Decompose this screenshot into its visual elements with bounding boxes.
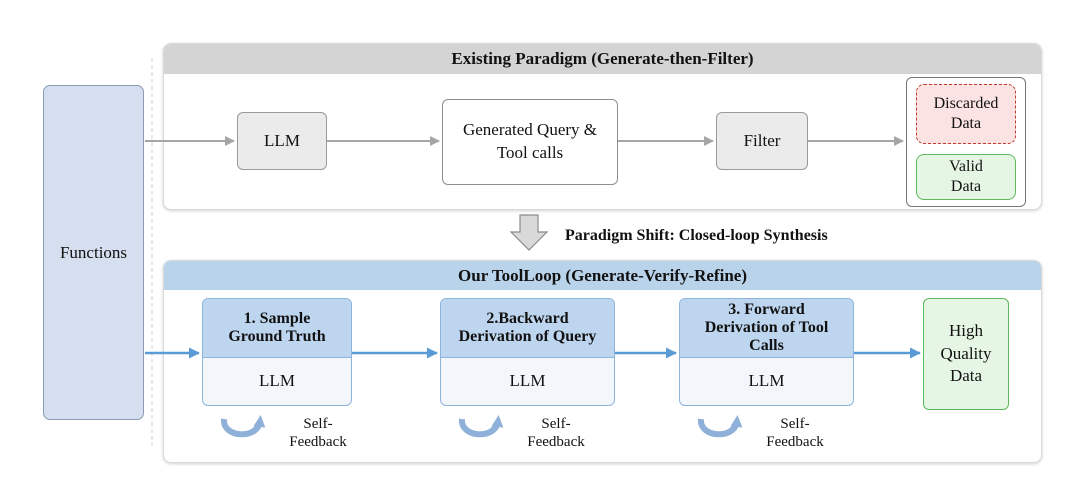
existing-paradigm-title: Existing Paradigm (Generate-then-Filter)	[164, 44, 1041, 74]
generated-query-line2: Tool calls	[496, 143, 564, 162]
step1-header: 1. Sample Ground Truth	[203, 299, 351, 358]
llm-label-existing: LLM	[264, 131, 300, 150]
hq-line3: Data	[949, 366, 983, 386]
step-forward-derivation: 3. Forward Derivation of Tool Calls LLM	[679, 298, 854, 406]
step2-header: 2.Backward Derivation of Query	[441, 299, 614, 358]
self-feedback-label-2: Self- Feedback	[516, 412, 596, 454]
valid-data-box: Valid Data	[916, 154, 1016, 200]
step2-line2: Derivation of Query	[458, 328, 597, 345]
paradigm-shift-label: Paradigm Shift: Closed-loop Synthesis	[565, 227, 828, 244]
step1-llm: LLM	[259, 371, 295, 390]
step3-line3: Calls	[749, 336, 784, 354]
fb2-line2: Feedback	[527, 434, 585, 450]
step3-line1: 3. Forward	[728, 301, 805, 319]
fb2-line1: Self-	[541, 416, 571, 432]
step3-llm: LLM	[748, 371, 785, 390]
step2-line1: 2.Backward	[486, 310, 569, 328]
fb3-line2: Feedback	[766, 434, 824, 450]
discarded-data-box: Discarded Data	[916, 84, 1016, 144]
self-feedback-label-1: Self- Feedback	[278, 412, 358, 454]
fb3-line1: Self-	[780, 416, 810, 432]
valid-line2: Data	[950, 178, 982, 195]
hq-line1: High	[949, 320, 983, 340]
filter-label: Filter	[743, 131, 781, 150]
self-feedback-icon-3	[698, 415, 743, 438]
step1-line2: Ground Truth	[228, 328, 326, 345]
hq-line2: Quality	[940, 343, 992, 363]
llm-box-existing: LLM	[237, 112, 327, 170]
self-feedback-icon-1	[221, 415, 266, 438]
fb1-line1: Self-	[303, 416, 333, 432]
filter-box: Filter	[716, 112, 808, 170]
generated-query-line1: Generated Query &	[462, 120, 598, 140]
step-sample-ground-truth: 1. Sample Ground Truth LLM	[202, 298, 352, 406]
valid-line1: Valid	[949, 158, 983, 175]
self-feedback-label-3: Self- Feedback	[755, 412, 835, 454]
step-backward-derivation: 2.Backward Derivation of Query LLM	[440, 298, 615, 406]
step1-line1: 1. Sample	[243, 310, 311, 328]
down-shift-arrow	[509, 214, 549, 251]
functions-label: Functions	[59, 242, 128, 262]
self-feedback-icon-2	[459, 415, 504, 438]
step3-header: 3. Forward Derivation of Tool Calls	[680, 299, 853, 358]
step3-line2: Derivation of Tool	[704, 319, 829, 337]
toolloop-title: Our ToolLoop (Generate-Verify-Refine)	[164, 261, 1041, 290]
generated-query-box: Generated Query & Tool calls	[442, 99, 618, 185]
step2-llm: LLM	[509, 371, 546, 390]
discarded-line2: Data	[950, 115, 982, 132]
fb1-line2: Feedback	[289, 434, 347, 450]
discarded-line1: Discarded	[933, 95, 999, 112]
high-quality-data-box: High Quality Data	[923, 298, 1009, 410]
functions-box: Functions	[43, 85, 144, 420]
